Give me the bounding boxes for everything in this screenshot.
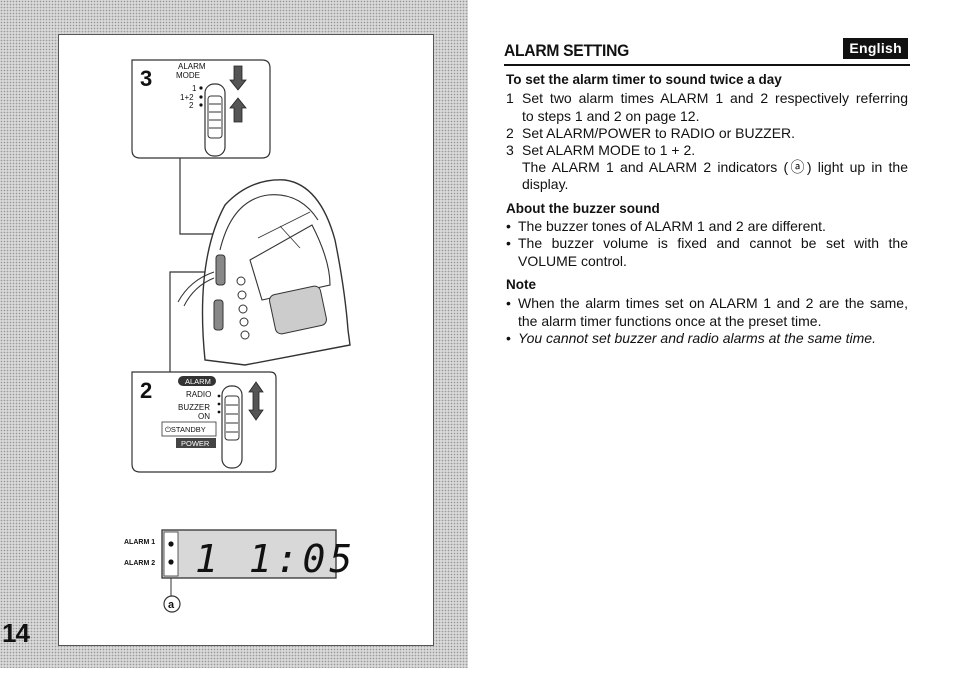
bullet-icon: • (506, 295, 511, 311)
clock-radio-illustration: 3 ALARM MODE 1 1+2 2 (124, 59, 356, 613)
section3-bullet1-line2: the alarm timer functions once at the pr… (518, 313, 822, 329)
step3-label-mode: MODE (176, 71, 200, 80)
step1-line1: Set two alarm times ALARM 1 and 2 respec… (522, 90, 908, 106)
display-alarm2-label: ALARM 2 (124, 560, 155, 567)
arrow-down-icon (229, 65, 247, 91)
arrow-up-icon (229, 97, 247, 123)
step2-panel: 2 ALARM RADIO BUZZER ON ⏻STANDBY POWER (131, 371, 277, 473)
step1-line2: to steps 1 and 2 on page 12. (522, 108, 700, 124)
callout-a-label: a (168, 599, 175, 611)
step3-line3: display. (522, 176, 569, 192)
illustration-panel: 3 ALARM MODE 1 1+2 2 (0, 0, 468, 668)
step2-buzzer: BUZZER (178, 403, 210, 412)
section3-bullet2: You cannot set buzzer and radio alarms a… (518, 330, 876, 346)
step3-number: 3 (506, 142, 514, 158)
section-header: ALARM SETTING English (504, 38, 910, 66)
display-time: 1 1:05 (195, 537, 356, 581)
language-badge: English (843, 38, 908, 59)
section3-bullet1-line1: When the alarm times set on ALARM 1 and … (518, 295, 908, 311)
step3-panel: 3 ALARM MODE 1 1+2 2 (131, 59, 271, 159)
bullet-icon: • (506, 235, 511, 251)
step3-label-alarm: ALARM (178, 62, 206, 71)
page-number: 14 (2, 618, 30, 648)
section2-heading: About the buzzer sound (506, 201, 660, 216)
callout-a-icon (163, 595, 181, 613)
step3-opt2: 1+2 (180, 93, 194, 102)
step1-number: 1 (506, 90, 514, 106)
step2-line1: Set ALARM/POWER to RADIO or BUZZER. (522, 125, 796, 141)
arrow-updown-icon (248, 381, 264, 421)
section3-heading: Note (506, 277, 536, 292)
lcd-display: ALARM 1 ALARM 2 1 1:05 a (124, 529, 356, 613)
step2-radio: RADIO (186, 390, 211, 399)
bullet-icon: • (506, 330, 511, 346)
display-alarm1-label: ALARM 1 (124, 539, 155, 546)
section2-bullet1: The buzzer tones of ALARM 1 and 2 are di… (518, 218, 826, 234)
step2-number: 2 (506, 125, 514, 141)
step3-line1: Set ALARM MODE to 1 + 2. (522, 142, 696, 158)
section2-bullet2-line2: VOLUME control. (518, 253, 627, 269)
bullet-icon: • (506, 218, 511, 234)
step3-opt3: 2 (189, 101, 194, 110)
clock-radio-device (177, 179, 351, 366)
step3-number: 3 (140, 66, 152, 91)
step2-on: ON (198, 412, 210, 421)
step3-line2: The ALARM 1 and ALARM 2 indicators (ⓐ) l… (522, 159, 908, 175)
step2-number: 2 (140, 378, 152, 403)
step2-badge: ALARM (185, 377, 211, 386)
page-title: ALARM SETTING (504, 41, 630, 60)
step2-standby: ⏻STANDBY (165, 425, 206, 434)
section2-bullet2-line1: The buzzer volume is fixed and cannot be… (518, 235, 908, 251)
section1-heading: To set the alarm timer to sound twice a … (506, 72, 782, 87)
step3-opt1: 1 (192, 84, 197, 93)
step2-power: POWER (181, 439, 210, 448)
